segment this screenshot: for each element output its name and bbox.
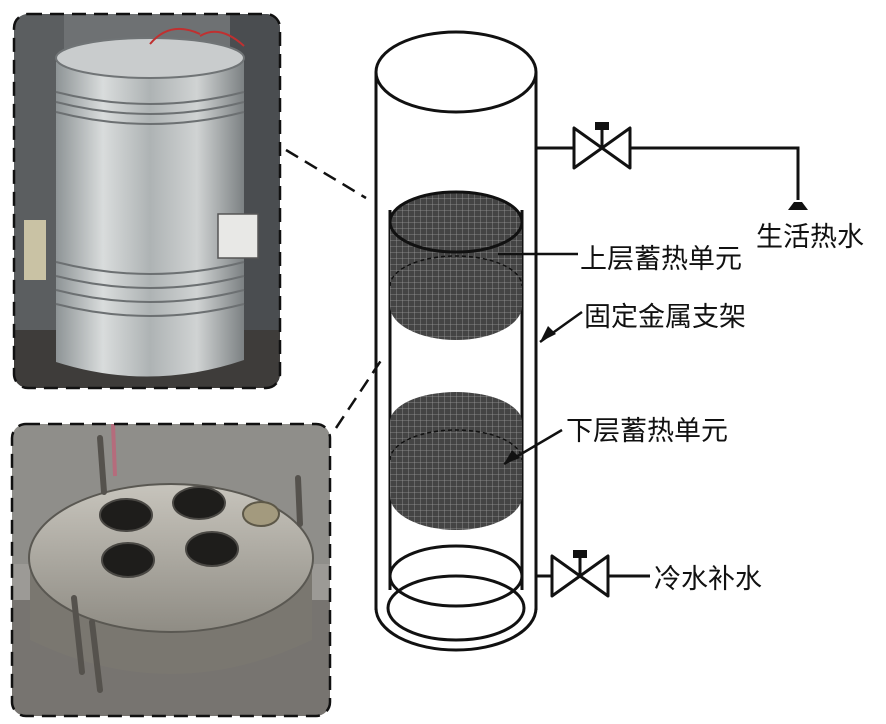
label-lower-unit: 下层蓄热单元 (566, 416, 728, 447)
label-hot-water: 生活热水 (756, 222, 864, 253)
shower-head-icon (788, 202, 808, 210)
leader-line-top (285, 148, 367, 200)
storage-unit-photo (12, 424, 330, 716)
tank-photo (14, 14, 280, 388)
label-support: 固定金属支架 (584, 302, 746, 333)
lower-storage-unit (389, 392, 523, 530)
tank-cylinder (374, 30, 538, 652)
hot-water-pipe (536, 146, 800, 200)
upper-storage-unit (388, 190, 524, 340)
label-upper-unit: 上层蓄热单元 (580, 244, 742, 275)
valve-icon (550, 550, 610, 598)
valve-icon (572, 122, 632, 170)
label-cold-makeup: 冷水补水 (654, 564, 762, 595)
